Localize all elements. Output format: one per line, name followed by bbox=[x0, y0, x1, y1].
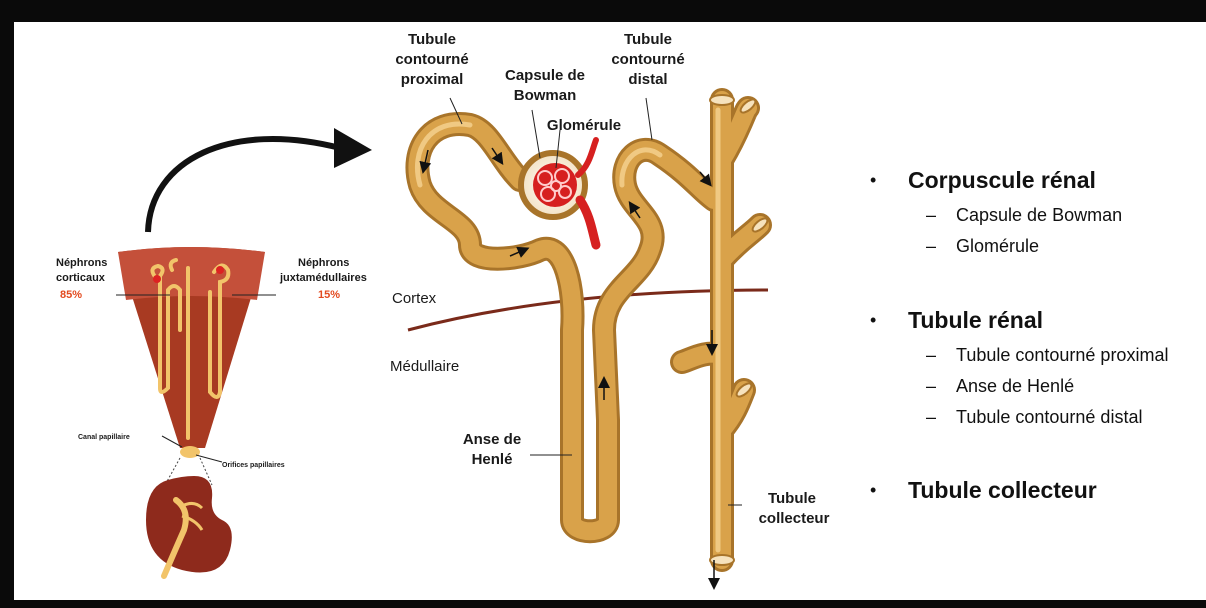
anse-henle-label-2: Henlé bbox=[472, 451, 513, 468]
list-item: – Anse de Henlé bbox=[862, 371, 1202, 402]
nephrons-corticaux-label-2: corticaux bbox=[56, 272, 106, 284]
section-corpuscule: • Corpuscule rénal – Capsule de Bowman –… bbox=[862, 160, 1202, 300]
renal-cortex-band bbox=[118, 247, 265, 300]
glomerule-label: Glomérule bbox=[547, 117, 621, 134]
bullet-glyph: • bbox=[862, 170, 908, 191]
tubule-distal-label-2: contourné bbox=[611, 51, 684, 68]
zoom-arrow bbox=[148, 139, 340, 232]
capsule-bowman-label-2: Bowman bbox=[514, 87, 577, 104]
section-title-corpuscule: Corpuscule rénal bbox=[908, 167, 1096, 194]
item-anse-henle: Anse de Henlé bbox=[956, 376, 1074, 397]
dash-glyph: – bbox=[862, 376, 956, 397]
tubule-distal-label-3: distal bbox=[628, 71, 667, 88]
section-items: – Capsule de Bowman – Glomérule bbox=[862, 200, 1202, 262]
tubule-proximal-label-1: Tubule bbox=[408, 31, 456, 48]
kidney-section-illustration bbox=[116, 247, 276, 576]
anse-henle-label-1: Anse de bbox=[463, 431, 521, 448]
dash-glyph: – bbox=[862, 205, 956, 226]
list-item: – Capsule de Bowman bbox=[862, 200, 1202, 231]
section-heading: • Tubule collecteur bbox=[862, 470, 1202, 510]
corticaux-percent: 85% bbox=[60, 289, 82, 301]
nephrons-juxta-label-1: Néphrons bbox=[298, 257, 349, 269]
capsule-bowman-label-1: Capsule de bbox=[505, 67, 585, 84]
kidney-shape bbox=[146, 476, 232, 573]
juxta-percent: 15% bbox=[318, 289, 340, 301]
item-capsule-bowman: Capsule de Bowman bbox=[956, 205, 1122, 226]
dash-glyph: – bbox=[862, 236, 956, 257]
tubule-collecteur-label-1: Tubule bbox=[768, 490, 816, 507]
item-tubule-proximal: Tubule contourné proximal bbox=[956, 345, 1168, 366]
zoom-arrowhead bbox=[334, 128, 372, 168]
nephron-tubule bbox=[417, 100, 760, 560]
list-item: – Tubule contourné proximal bbox=[862, 340, 1202, 371]
tubule-proximal-label-2: contourné bbox=[395, 51, 468, 68]
collecteur-top-opening bbox=[710, 95, 734, 105]
orifices-papillaires-label: Orifices papillaires bbox=[222, 462, 285, 469]
dash-glyph: – bbox=[862, 345, 956, 366]
nephrons-corticaux-label-1: Néphrons bbox=[56, 257, 107, 269]
section-heading: • Corpuscule rénal bbox=[862, 160, 1202, 200]
section-title-tubule-collecteur: Tubule collecteur bbox=[908, 477, 1097, 504]
dash-glyph: – bbox=[862, 407, 956, 428]
glomerulus bbox=[533, 163, 577, 207]
medullaire-label: Médullaire bbox=[390, 358, 459, 375]
tubule-distal-label-1: Tubule bbox=[624, 31, 672, 48]
section-title-tubule-renal: Tubule rénal bbox=[908, 307, 1043, 334]
cortex-label: Cortex bbox=[392, 290, 437, 307]
item-glomerule: Glomérule bbox=[956, 236, 1039, 257]
tubule-collecteur-label-2: collecteur bbox=[759, 510, 830, 527]
section-heading: • Tubule rénal bbox=[862, 300, 1202, 340]
tubule-proximal-label-3: proximal bbox=[401, 71, 464, 88]
list-item: – Glomérule bbox=[862, 231, 1202, 262]
section-tubule-renal: • Tubule rénal – Tubule contourné proxim… bbox=[862, 300, 1202, 470]
efferent-arteriole bbox=[578, 140, 596, 175]
list-item: – Tubule contourné distal bbox=[862, 402, 1202, 433]
nephrons-juxta-label-2: juxtamédullaires bbox=[279, 272, 367, 284]
canal-papillaire-label: Canal papillaire bbox=[78, 434, 130, 441]
section-tubule-collecteur: • Tubule collecteur bbox=[862, 470, 1202, 510]
structure-outline: • Corpuscule rénal – Capsule de Bowman –… bbox=[862, 160, 1202, 510]
item-tubule-distal: Tubule contourné distal bbox=[956, 407, 1142, 428]
bullet-glyph: • bbox=[862, 310, 908, 331]
section-items: – Tubule contourné proximal – Anse de He… bbox=[862, 340, 1202, 433]
bullet-glyph: • bbox=[862, 480, 908, 501]
afferent-arteriole bbox=[580, 200, 596, 245]
